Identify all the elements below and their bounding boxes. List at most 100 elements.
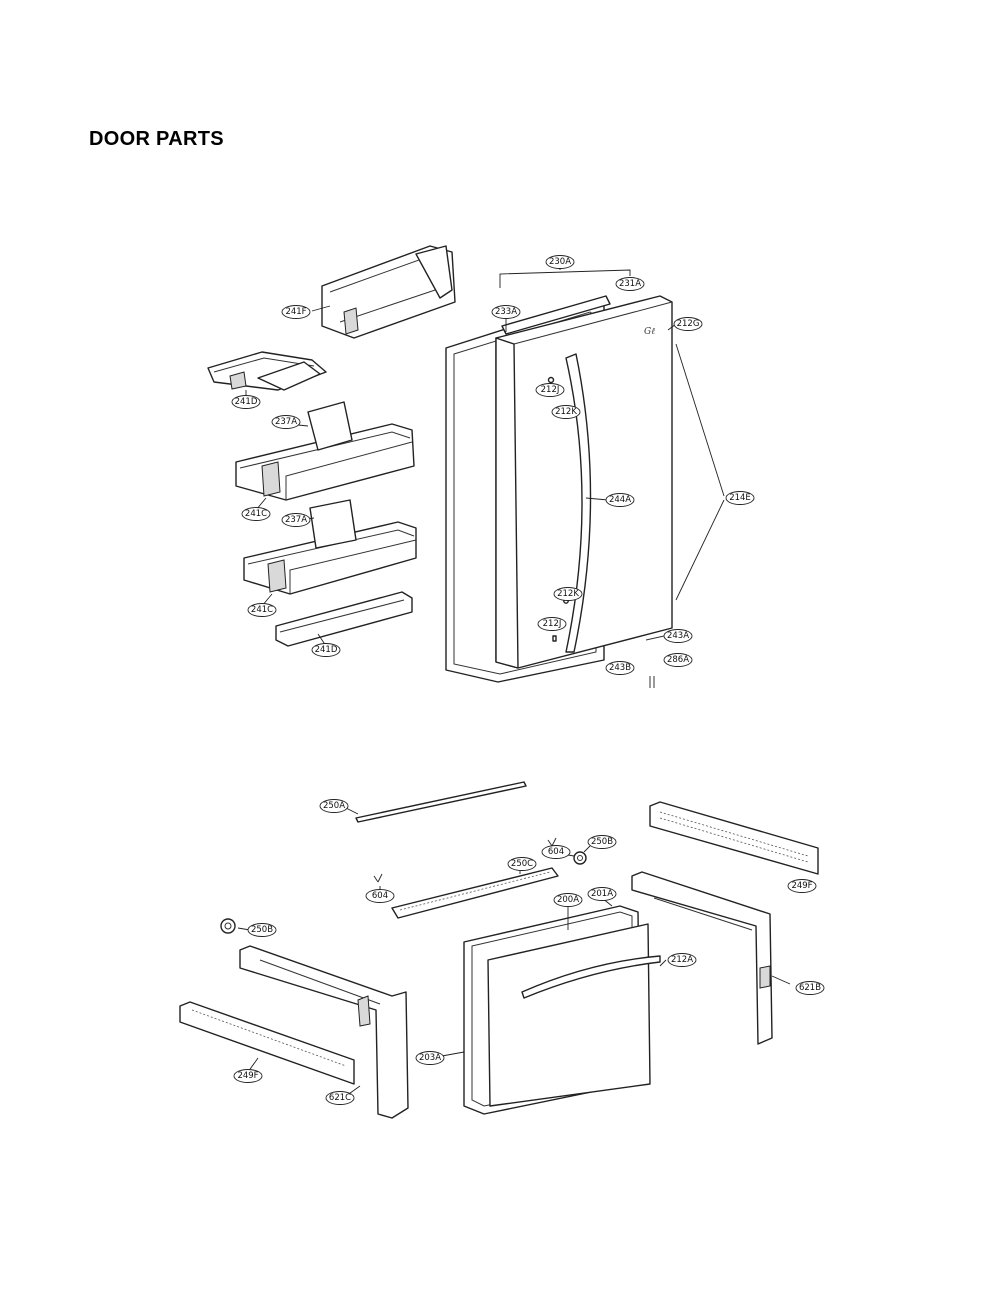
callout-ellipse <box>551 405 581 419</box>
callout-ellipse <box>535 383 565 397</box>
screw-parts-lower <box>373 837 557 883</box>
callout-249f: 249F <box>787 879 817 893</box>
callout-text: 237A <box>275 417 297 427</box>
callout-233a: 233A <box>491 305 521 319</box>
gear-250b-lower <box>220 918 236 934</box>
callout-text: 200A <box>557 895 579 905</box>
callout-text: 241C <box>251 605 273 615</box>
callout-ellipse <box>587 835 617 849</box>
callout-text: 244A <box>609 495 631 505</box>
callout-621b: 621B <box>795 981 825 995</box>
callout-labels: 230A231A233A212G241F241D237A241C237A241C… <box>231 255 825 1105</box>
callout-text: 604 <box>548 847 564 857</box>
callout-212k: 212K <box>553 587 583 601</box>
callout-249f: 249F <box>233 1069 263 1083</box>
callout-text: 249F <box>237 1071 258 1081</box>
callout-ellipse <box>587 887 617 901</box>
callout-text: 233A <box>495 307 517 317</box>
callout-ellipse <box>615 277 645 291</box>
callout-212j: 212J <box>537 617 567 631</box>
callout-ellipse <box>231 395 261 409</box>
callout-ellipse <box>281 513 311 527</box>
callout-250b: 250B <box>587 835 617 849</box>
callout-text: 621C <box>329 1093 351 1103</box>
door-bin-241c-upper <box>235 401 415 501</box>
callout-ellipse <box>365 889 395 903</box>
callout-ellipse <box>553 587 583 601</box>
callout-604: 604 <box>541 845 571 859</box>
page-title: DOOR PARTS <box>89 128 224 150</box>
callout-ellipse <box>795 981 825 995</box>
bracket-621b <box>631 871 773 1045</box>
callout-201a: 201A <box>587 887 617 901</box>
callout-text: 241F <box>285 307 306 317</box>
leader-lines-upper <box>245 262 725 647</box>
callout-ellipse <box>545 255 575 269</box>
callout-ellipse <box>787 879 817 893</box>
callout-203a: 203A <box>415 1051 445 1065</box>
callout-241f: 241F <box>281 305 311 319</box>
shelf-rail-241d <box>275 591 413 647</box>
callout-text: 231A <box>619 279 641 289</box>
callout-241c: 241C <box>247 603 277 617</box>
callout-text: 243A <box>667 631 689 641</box>
callout-text: 604 <box>372 891 388 901</box>
callout-ellipse <box>247 923 277 937</box>
rail-249f-lower <box>179 1001 355 1085</box>
callout-ellipse <box>319 799 349 813</box>
callout-231a: 231A <box>615 277 645 291</box>
callout-text: 241D <box>235 397 258 407</box>
callout-604: 604 <box>365 889 395 903</box>
callout-214e: 214E <box>725 491 755 505</box>
callout-ellipse <box>281 305 311 319</box>
callout-text: 243B <box>609 663 631 673</box>
callout-ellipse <box>325 1091 355 1105</box>
callout-212a: 212A <box>667 953 697 967</box>
callout-text: 212G <box>677 319 700 329</box>
callout-ellipse <box>507 857 537 871</box>
callout-250c: 250C <box>507 857 537 871</box>
drawer-front-212a <box>487 923 661 1107</box>
callout-ellipse <box>271 415 301 429</box>
callout-ellipse <box>415 1051 445 1065</box>
rail-249f-upper <box>649 801 819 875</box>
callout-243a: 243A <box>663 629 693 643</box>
callout-text: 250B <box>251 925 273 935</box>
callout-text: 212K <box>555 407 577 417</box>
callout-ellipse <box>491 305 521 319</box>
door-tray-241d <box>207 351 327 391</box>
callout-230a: 230A <box>545 255 575 269</box>
callout-250b: 250B <box>247 923 277 937</box>
callout-text: 214E <box>729 493 751 503</box>
svg-text:Gℓ: Gℓ <box>644 327 655 337</box>
callout-ellipse <box>241 507 271 521</box>
callout-text: 212J <box>541 385 560 395</box>
callout-ellipse <box>663 653 693 667</box>
callout-text: 621B <box>799 983 821 993</box>
callout-ellipse <box>663 629 693 643</box>
callout-ellipse <box>667 953 697 967</box>
callout-text: 237A <box>285 515 307 525</box>
callout-text: 212A <box>671 955 693 965</box>
callout-200a: 200A <box>553 893 583 907</box>
callout-ellipse <box>605 661 635 675</box>
gear-250b-upper <box>573 851 587 865</box>
callout-212g: 212G <box>673 317 703 331</box>
callout-text: 230A <box>549 257 571 267</box>
callout-text: 203A <box>419 1053 441 1063</box>
callout-ellipse <box>537 617 567 631</box>
callout-621c: 621C <box>325 1091 355 1105</box>
callout-ellipse <box>725 491 755 505</box>
rod-250a <box>355 781 527 823</box>
callout-ellipse <box>673 317 703 331</box>
callout-212k: 212K <box>551 405 581 419</box>
callout-text: 212J <box>543 619 562 629</box>
bar-250c <box>391 867 559 919</box>
callout-212j: 212J <box>535 383 565 397</box>
door-bin-241c-lower <box>243 499 417 595</box>
callout-ellipse <box>311 643 341 657</box>
callout-text: 241D <box>315 645 338 655</box>
callout-237a: 237A <box>271 415 301 429</box>
callout-ellipse <box>247 603 277 617</box>
